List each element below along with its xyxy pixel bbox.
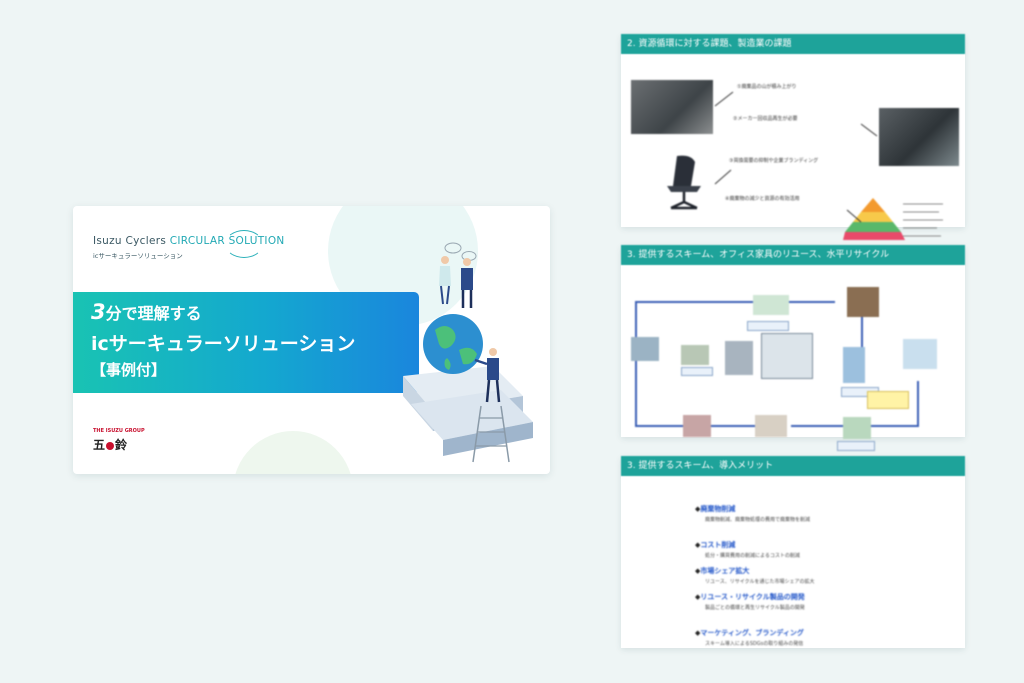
flow-node-tower [843,347,865,383]
flow-node-truck [753,295,789,315]
benefit-text: スキーム導入によるSDGsの取り組みの発信 [705,641,804,647]
slide-1-note-1: ①廃棄品の山が積み上がり [737,84,797,90]
decor-circle-bottom [233,431,353,474]
slide-1-chair-image [667,155,701,210]
slide-1-photo-waste [631,80,713,134]
flow-node-house [903,339,937,369]
bullet-marker: ◆ [695,593,701,601]
benefit-heading-text: マーケティング、ブランディング [700,629,804,637]
cover-illustration [403,242,533,463]
slide-preview-2: 3. 提供するスキーム、オフィス家具のリユース、水平リサイクル [621,245,965,451]
flow-line [635,301,637,425]
brand-subtitle: icサーキュラーソリューション [93,252,183,260]
flow-node-city [725,341,753,375]
title-line-2: icサーキュラーソリューション [91,333,356,355]
slide-1-note-4: ④廃棄物の減少と資源の有効活用 [725,196,800,202]
benefit-heading: ◆市場シェア拡大 [695,566,749,576]
bullet-marker: ◆ [695,505,701,513]
flow-label-box [837,441,875,451]
title-line-1: 3分で理解する [91,300,202,324]
brand-arc [225,230,263,258]
slide-1-note-2: ②メーカー回収品再生が必要 [733,116,798,122]
group-label: THE ISUZU GROUP [93,428,145,434]
benefit-heading: ◆コスト削減 [695,540,735,550]
group-logo-dot [106,441,115,450]
benefit-text: リユース、リサイクルを通じた市場シェアの拡大 [705,579,815,585]
slide-3-header: 3. 提供するスキーム、導入メリット [621,456,965,476]
flow-sticky-note [867,391,909,409]
flow-line [917,381,919,425]
flow-label-box [747,321,789,331]
benefit-heading: ◆廃棄物削減 [695,504,735,514]
flow-node-office [761,333,813,379]
flow-node-recycle [683,415,711,437]
bullet-marker: ◆ [695,629,701,637]
flow-line [861,301,863,381]
flow-label-box [681,367,713,376]
benefit-heading-text: 廃棄物削減 [700,505,736,513]
slide-1-note-3: ③買換需要の抑制や企業ブランディング [729,158,819,164]
flow-node-building-left [631,337,659,361]
benefit-heading-text: コスト削減 [700,541,736,549]
title-number: 3 [91,300,106,324]
brand-prefix: Isuzu Cyclers [93,235,170,247]
bullet-marker: ◆ [695,567,701,575]
benefit-text: 製品ごとの循環と再生リサイクル製品の開発 [705,605,805,611]
slide-2-header: 3. 提供するスキーム、オフィス家具のリユース、水平リサイクル [621,245,965,265]
slide-preview-1: 2. 資源循環に対する課題、製造業の課題 ①廃棄品の山が積み上がり ②メーカー回… [621,34,965,240]
slide-1-pyramid-chart [843,198,943,240]
group-logo: 五鈴 [93,436,127,453]
group-logo-right: 鈴 [115,438,128,452]
benefit-heading: ◆リユース・リサイクル製品の開発 [695,592,805,602]
bullet-marker: ◆ [695,541,701,549]
benefit-text: 処分・購買費用の削減によるコストの削減 [705,553,800,559]
title-band: 3分で理解する icサーキュラーソリューション 【事例付】 [73,292,419,393]
slide-1-photo-office [879,108,959,166]
slide-1-arrows [714,91,878,223]
title-line-1-text: 分で理解する [105,304,202,323]
benefit-heading: ◆マーケティング、ブランディング [695,628,804,638]
cover-card: Isuzu Cyclers CIRCULAR SOLUTION icサーキュラー… [73,206,550,474]
flow-node-plant [755,415,787,437]
title-line-3: 【事例付】 [91,361,167,379]
slide-preview-3: 3. 提供するスキーム、導入メリット ◆廃棄物削減 廃棄物削減、廃棄物処理の費用… [621,456,965,648]
flow-line [635,301,835,303]
benefit-text: 廃棄物削減、廃棄物処理の費用で廃棄物を削減 [705,517,811,523]
flow-node-warehouse [681,345,709,365]
benefit-heading-text: 市場シェア拡大 [700,567,750,575]
flow-node-factory [847,287,879,317]
slide-1-header: 2. 資源循環に対する課題、製造業の課題 [621,34,965,54]
benefit-heading-text: リユース・リサイクル製品の開発 [700,593,805,601]
group-logo-left: 五 [93,438,106,452]
flow-node-store [843,417,871,439]
